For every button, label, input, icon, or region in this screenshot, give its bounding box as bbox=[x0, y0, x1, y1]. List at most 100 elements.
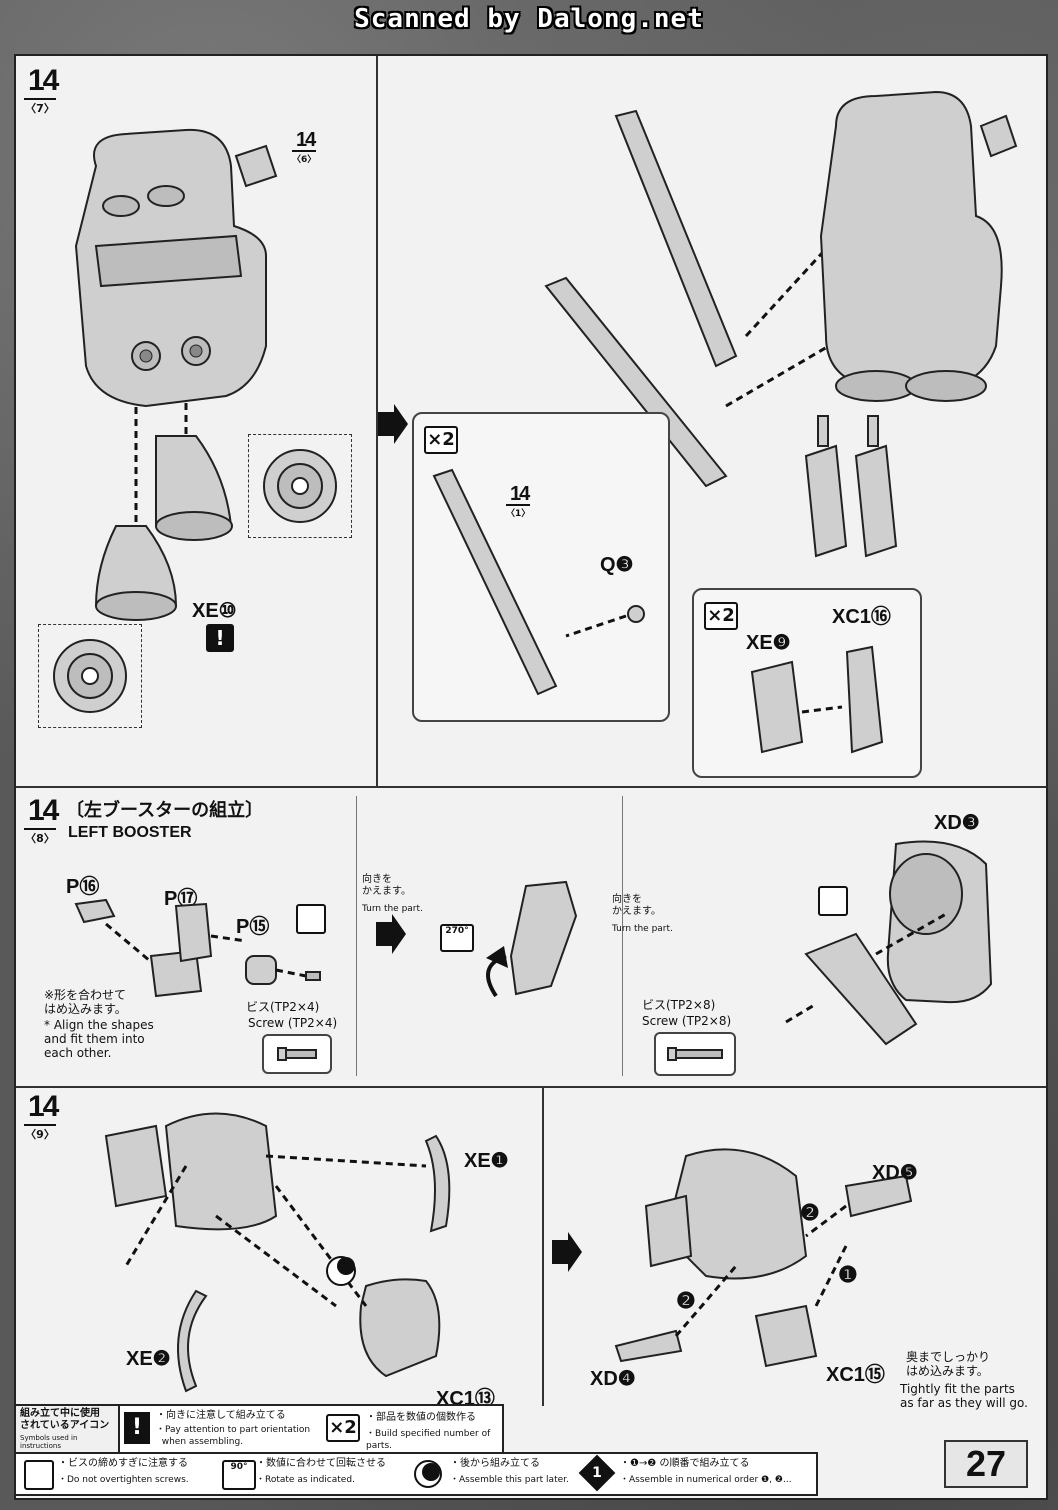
part-label-xe2: XE❷ bbox=[126, 1348, 171, 1370]
section-divider bbox=[16, 786, 1046, 788]
column-divider bbox=[356, 796, 357, 1076]
orientation-detail-box bbox=[248, 434, 352, 538]
section-divider bbox=[16, 1086, 1046, 1088]
instruction-page: 14 〈7〉 14 〈6〉 XE⑩ ! bbox=[14, 54, 1048, 1500]
legend-build-english: ・Build specified number of parts. bbox=[366, 1429, 491, 1451]
screw-icon-box bbox=[262, 1034, 332, 1074]
nozzle-top-view-icon bbox=[263, 449, 337, 523]
screw-caution-icon bbox=[818, 886, 848, 916]
screw-size-japanese: ビス(TP2×8) bbox=[642, 998, 716, 1012]
part-label-xd5: XD❺ bbox=[872, 1162, 918, 1184]
pipe-subassembly-drawing bbox=[432, 468, 645, 696]
legend-build-japanese: ・部品を数値の個数作る bbox=[366, 1412, 476, 1423]
booster-shell-parts-drawing bbox=[104, 1112, 451, 1393]
nozzle-parts-drawing bbox=[94, 401, 233, 621]
step-title-japanese: 〔左ブースターの組立〕 bbox=[66, 800, 264, 821]
part-label-p15: P⑮ bbox=[236, 916, 270, 938]
step-sub-number: 〈7〉 bbox=[24, 98, 56, 116]
reference-step-sub: 〈6〉 bbox=[292, 150, 316, 165]
turn-note-japanese: 向きを かえます。 bbox=[612, 894, 661, 917]
step-number: 14 bbox=[28, 794, 59, 827]
part-label-xe9: XE❾ bbox=[746, 632, 791, 654]
turn-note-english: Turn the part. bbox=[612, 924, 673, 934]
legend-attention-english: ・Pay attention to part orientation when … bbox=[156, 1425, 311, 1447]
icon-legend: 組み立て中に使用 されているアイコン Symbols used in instr… bbox=[14, 1404, 1044, 1496]
column-divider bbox=[622, 796, 623, 1076]
legend-order-japanese: ・❶→❷ の順番で組み立てる bbox=[620, 1458, 750, 1469]
order-icon-label: 1 bbox=[592, 1465, 602, 1481]
order-marker: ❷ bbox=[676, 1288, 696, 1313]
align-note-japanese: ※形を合わせて はめ込みます。 bbox=[44, 988, 127, 1016]
order-marker: ❶ bbox=[838, 1262, 858, 1287]
step-number: 14 bbox=[28, 1090, 59, 1123]
column-divider bbox=[542, 1086, 544, 1406]
legend-rotate-english: ・Rotate as indicated. bbox=[256, 1475, 355, 1485]
reference-step-sub: 〈1〉 bbox=[506, 504, 530, 519]
rotate-icon: 90° bbox=[222, 1460, 256, 1490]
turn-note-english: Turn the part. bbox=[362, 904, 423, 914]
booster-mount-drawing bbox=[785, 840, 993, 1046]
part-label-xd4: XD❹ bbox=[590, 1368, 636, 1390]
rotate-icon: 270° bbox=[440, 924, 474, 952]
legend-later-japanese: ・後から組み立てる bbox=[450, 1458, 540, 1469]
booster-assembled-drawing bbox=[819, 90, 1018, 402]
screw-caution-icon bbox=[24, 1460, 54, 1490]
screw-size-english: Screw (TP2×4) bbox=[248, 1016, 338, 1030]
screw-icon-box bbox=[654, 1032, 736, 1076]
step-sub-number: 〈9〉 bbox=[24, 1124, 56, 1142]
booster-body-drawing bbox=[74, 128, 278, 408]
turn-note-japanese: 向きを かえます。 bbox=[362, 874, 411, 897]
multiplier-badge: ×2 bbox=[704, 602, 738, 630]
legend-attention-japanese: ・向きに注意して組み立てる bbox=[156, 1410, 286, 1421]
next-step-arrow-icon bbox=[376, 914, 406, 954]
screw-icon bbox=[667, 1047, 723, 1061]
attention-icon: ! bbox=[124, 1412, 150, 1444]
legend-row-2: ・ビスの締めすぎに注意する ・Do not overtighten screws… bbox=[14, 1452, 818, 1496]
connector-parts-drawing bbox=[804, 415, 898, 558]
screw-size-english: Screw (TP2×8) bbox=[642, 1014, 732, 1028]
booster-assembly-drawing bbox=[614, 1148, 913, 1368]
nozzle-top-view-icon bbox=[53, 639, 127, 713]
attention-icon: ! bbox=[206, 624, 234, 652]
reference-step-number: 14 bbox=[510, 483, 530, 505]
screw-caution-icon bbox=[296, 904, 326, 934]
orientation-detail-box bbox=[38, 624, 142, 728]
align-note-english: * Align the shapes and fit them into eac… bbox=[44, 1018, 154, 1060]
legend-title-japanese: 組み立て中に使用 されているアイコン bbox=[20, 1408, 110, 1431]
booster-parts-drawing bbox=[74, 898, 321, 998]
part-label-xc15: XC1⑮ bbox=[826, 1364, 885, 1386]
tight-fit-note-english: Tightly fit the parts as far as they wil… bbox=[900, 1382, 1028, 1410]
legend-screw-japanese: ・ビスの締めすぎに注意する bbox=[58, 1458, 188, 1469]
next-step-arrow-icon bbox=[552, 1232, 582, 1272]
legend-rotate-japanese: ・数値に合わせて回転させる bbox=[256, 1458, 386, 1469]
legend-screw-english: ・Do not overtighten screws. bbox=[58, 1475, 189, 1485]
tight-fit-note-japanese: 奥までしっかり はめ込みます。 bbox=[906, 1350, 991, 1378]
reference-step-number: 14 bbox=[296, 129, 316, 151]
multiplier-badge: ×2 bbox=[424, 426, 458, 454]
order-marker: ❷ bbox=[800, 1200, 820, 1225]
column-divider bbox=[376, 56, 378, 786]
step-sub-number: 〈8〉 bbox=[24, 828, 56, 846]
screw-icon bbox=[277, 1047, 317, 1061]
clip-subassembly-drawing bbox=[750, 645, 884, 754]
assemble-later-icon bbox=[414, 1460, 442, 1488]
legend-later-english: ・Assemble this part later. bbox=[450, 1475, 569, 1485]
part-label-q3: Q❸ bbox=[600, 554, 634, 576]
part-label-xe1: XE❶ bbox=[464, 1150, 509, 1172]
step-number: 14 bbox=[28, 64, 59, 97]
part-label-p16: P⑯ bbox=[66, 876, 100, 898]
scan-watermark: Scanned by Dalong.net bbox=[354, 4, 704, 34]
rotated-part-drawing bbox=[486, 880, 578, 998]
page-number: 27 bbox=[944, 1440, 1028, 1488]
legend-title-cell: 組み立て中に使用 されているアイコン Symbols used in instr… bbox=[16, 1406, 120, 1452]
part-label-xe10: XE⑩ bbox=[192, 600, 237, 622]
step-title-english: LEFT BOOSTER bbox=[68, 824, 192, 841]
legend-row-1: 組み立て中に使用 されているアイコン Symbols used in instr… bbox=[14, 1404, 504, 1454]
next-step-arrow-icon bbox=[378, 404, 408, 444]
legend-order-english: ・Assemble in numerical order ❶, ❷... bbox=[620, 1475, 792, 1485]
pipe-parts-drawing bbox=[544, 109, 858, 488]
screw-size-japanese: ビス(TP2×4) bbox=[246, 1000, 320, 1014]
part-label-xd3: XD❸ bbox=[934, 812, 980, 834]
multiplier-icon: ×2 bbox=[326, 1414, 360, 1442]
part-label-xc16: XC1⑯ bbox=[832, 606, 891, 628]
